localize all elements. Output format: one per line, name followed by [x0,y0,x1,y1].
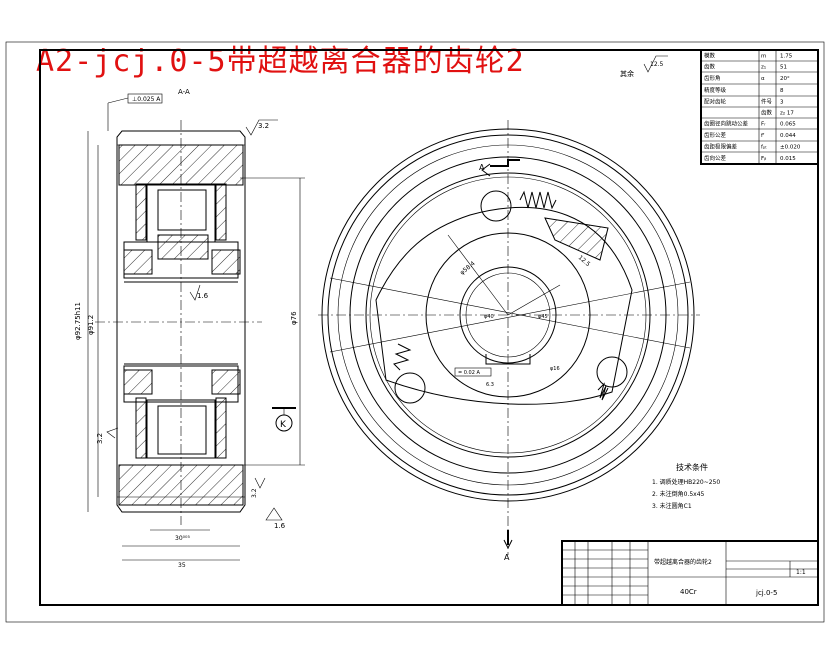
technical-requirements: 技术条件 1. 调质处理HB220~250 2. 未注倒角0.5x45 3. 未… [652,462,720,510]
gear-table-name: 模数 [704,52,716,60]
gear-table-name: 齿形角 [704,74,721,82]
svg-text:A: A [479,163,485,172]
gear-table-name: 齿圈径向跳动公差 [704,120,749,128]
drawing-name: 带超越离合器的齿轮2 [654,558,712,566]
gear-table-sym: Fᵣ [761,122,766,128]
gear-table-sym: m [761,54,766,60]
section-view: A-A [74,88,305,569]
gear-parameter-table: 模数 m 1.75 齿数 z₁ 51 齿形角 α 20° 精度等级 8 配对齿轮 件号 3 齿数 z₂ 17 齿… [700,49,819,165]
tech-req-item: 2. 未注倒角0.5x45 [652,490,705,498]
outer-border [5,41,825,623]
svg-text:其余: 其余 [620,69,634,78]
corner-roughness: 其余 12.5 [620,55,668,78]
gear-table-val: 0.044 [780,133,796,139]
svg-text:6.3: 6.3 [486,382,494,388]
roughness-mid: 1.6 [189,284,209,301]
gear-table-sym: 齿数 [761,109,773,117]
svg-text:30⁰⁰⁵: 30⁰⁰⁵ [175,535,190,542]
svg-text:1.6: 1.6 [274,522,286,530]
gear-table-name: 齿距极限偏差 [704,143,738,151]
gear-table-val: ±0.020 [780,145,801,151]
inner-border [39,49,819,606]
gear-table-val: z₂ 17 [780,111,794,117]
section-label: A-A [178,88,190,96]
gear-table-sym: 件号 [761,98,773,106]
svg-text:35: 35 [178,562,186,569]
tech-req-heading: 技术条件 [676,462,708,472]
material: 40Cr [680,588,697,596]
svg-text:φ58.4: φ58.4 [459,260,477,277]
gear-table-name: 齿向公差 [704,154,727,162]
gear-table-sym: Fᵦ [761,156,766,162]
svg-text:12.5: 12.5 [650,61,664,68]
gear-table-val: 8 [780,88,784,94]
gear-table-sym: fᶠ [761,132,765,139]
svg-text:A: A [504,553,510,562]
gear-table-val: 0.015 [780,156,796,162]
svg-text:1.6: 1.6 [197,292,209,300]
drawing-code: jcj.0-5 [755,589,777,597]
svg-text:3.2: 3.2 [258,122,269,130]
svg-text:φ16: φ16 [550,366,560,372]
svg-text:3.2: 3.2 [251,488,258,498]
gear-table-name: 齿数 [704,63,716,71]
tech-req-item: 1. 调质处理HB220~250 [652,478,720,486]
gear-table-sym: α [761,76,765,82]
svg-text:⊥0.025 A: ⊥0.025 A [132,96,161,103]
drawing-scale: 1:1 [796,569,806,576]
svg-text:φ45: φ45 [538,314,548,320]
gear-table-name: 精度等级 [704,86,727,94]
svg-text:φ76: φ76 [290,311,298,325]
front-view: A A φ58.4 φ40 φ45 = 0.02 A 6.3 φ16 12.5 [318,120,700,562]
svg-text:3.2: 3.2 [96,433,104,444]
roughness-top: 3.2 [245,119,278,136]
svg-text:φ92.75h11: φ92.75h11 [74,302,82,340]
datum-k [275,414,293,432]
svg-text:= 0.02 A: = 0.02 A [458,370,481,376]
roughness-right: 12.5 [577,254,592,268]
gear-table-val: 0.065 [780,122,796,128]
roughness-left: 3.2 [96,427,119,444]
gear-table-val: 3 [780,100,784,106]
gear-table-val: 20° [780,76,790,82]
gear-table-name: 齿形公差 [704,131,727,139]
gear-table-val: 1.75 [780,54,793,60]
roughness-bottom: 1.6 [265,507,286,530]
gear-table-val: 51 [780,65,787,71]
tech-req-item: 3. 未注圆角C1 [652,502,692,510]
gear-table-sym: fₚₜ [761,145,767,151]
svg-text:K: K [280,420,287,430]
svg-text:φ40: φ40 [484,314,494,320]
title-block: 带超越离合器的齿轮2 40Cr jcj.0-5 1:1 [561,540,819,606]
svg-text:φ91.2: φ91.2 [87,315,95,335]
gear-table-sym: z₁ [761,65,766,71]
gear-table-name: 配对齿轮 [704,98,727,106]
